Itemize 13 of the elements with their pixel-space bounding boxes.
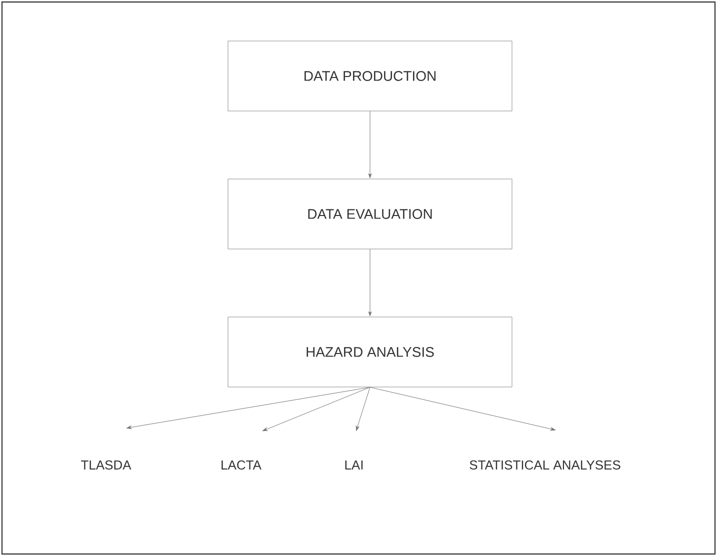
output-label: STATISTICAL ANALYSES: [470, 460, 620, 470]
arrow: [368, 110, 372, 178]
arrow: [262, 386, 370, 432]
arrow: [370, 386, 556, 431]
arrow: [356, 386, 370, 431]
output-label: LAI: [345, 460, 363, 470]
process-box: HAZARD ANALYSIS: [228, 316, 512, 388]
process-box: DATA PRODUCTION: [228, 40, 512, 112]
arrow: [368, 249, 372, 316]
output-label: TLASDA: [81, 460, 132, 470]
arrow: [126, 386, 370, 430]
output-label: LACTA: [222, 460, 262, 470]
process-box: DATA EVALUATION: [228, 178, 512, 250]
